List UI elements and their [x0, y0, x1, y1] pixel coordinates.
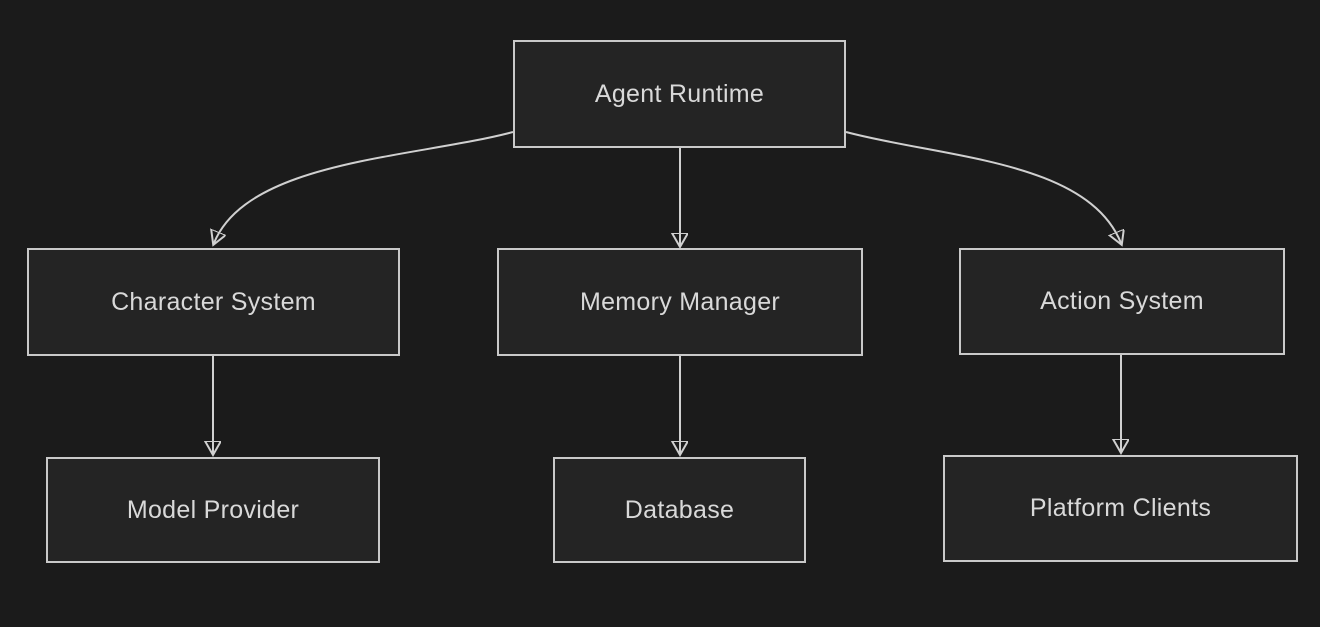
node-memory-manager: Memory Manager	[497, 248, 863, 356]
node-model-provider: Model Provider	[46, 457, 380, 563]
node-agent-runtime-label: Agent Runtime	[594, 79, 765, 108]
node-database: Database	[553, 457, 806, 563]
edge-agent-runtime-to-character-system	[214, 131, 514, 243]
node-memory-manager-label: Memory Manager	[579, 287, 781, 316]
node-character-system: Character System	[27, 248, 400, 356]
node-platform-clients-label: Platform Clients	[1029, 494, 1212, 522]
node-action-system: Action System	[959, 248, 1285, 355]
node-platform-clients: Platform Clients	[943, 455, 1298, 562]
node-character-system-label: Character System	[111, 287, 316, 316]
node-database-label: Database	[624, 495, 735, 524]
edge-agent-runtime-to-action-system	[845, 131, 1121, 243]
node-model-provider-label: Model Provider	[126, 495, 300, 524]
node-agent-runtime: Agent Runtime	[513, 40, 846, 148]
node-action-system-label: Action System	[1040, 287, 1204, 315]
